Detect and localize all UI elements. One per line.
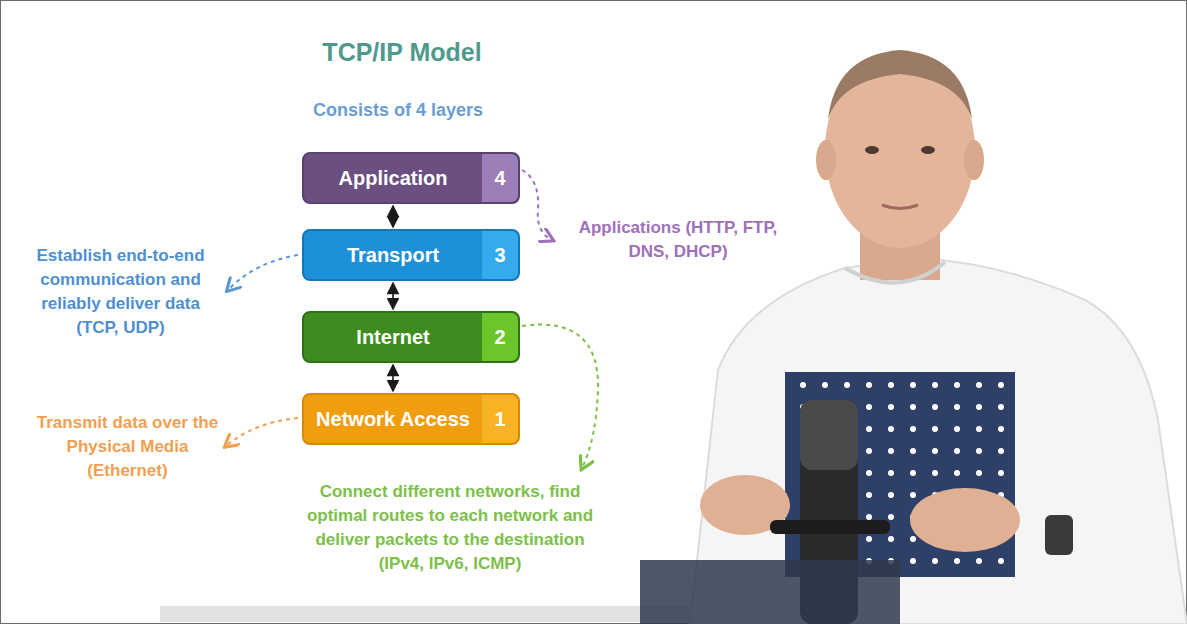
layer-number: 2 bbox=[494, 326, 505, 349]
layer-name: Network Access bbox=[316, 408, 470, 431]
layer-number: 4 bbox=[494, 167, 505, 190]
double-arrow bbox=[392, 283, 394, 309]
layer-name-area: Application bbox=[304, 154, 482, 202]
callout-text: Connect different networks, find optimal… bbox=[300, 480, 600, 576]
callout-text: Establish end-to-end communication and r… bbox=[18, 244, 223, 340]
double-arrow bbox=[392, 365, 394, 391]
layer-name: Application bbox=[339, 167, 448, 190]
microphone-grille bbox=[800, 400, 858, 470]
leader-line bbox=[522, 170, 552, 240]
leader-line bbox=[226, 418, 298, 446]
layer-number-tab: 4 bbox=[482, 154, 518, 202]
layer-box: Application 4 bbox=[302, 152, 520, 204]
subtitle: Consists of 4 layers bbox=[268, 98, 528, 122]
callout-text: Applications (HTTP, FTP, DNS, DHCP) bbox=[562, 216, 794, 264]
layer-name-area: Internet bbox=[304, 313, 482, 361]
layer-box: Network Access 1 bbox=[302, 393, 520, 445]
hair bbox=[828, 50, 972, 120]
layer-number-tab: 3 bbox=[482, 231, 518, 279]
layer-name: Transport bbox=[347, 244, 439, 267]
presenter-desk bbox=[640, 560, 900, 624]
layer-number-tab: 1 bbox=[482, 395, 518, 443]
layer-number-tab: 2 bbox=[482, 313, 518, 361]
leader-line bbox=[228, 255, 298, 290]
leader-line bbox=[522, 325, 598, 468]
layer-number: 1 bbox=[494, 408, 505, 431]
layer-name: Internet bbox=[356, 326, 429, 349]
layer-name-area: Transport bbox=[304, 231, 482, 279]
eye bbox=[865, 146, 879, 154]
microphone-mount bbox=[770, 520, 890, 534]
eye bbox=[921, 146, 935, 154]
layer-box: Transport 3 bbox=[302, 229, 520, 281]
ear bbox=[816, 140, 836, 180]
mouth bbox=[882, 205, 918, 209]
layer-name-area: Network Access bbox=[304, 395, 482, 443]
layer-number: 3 bbox=[494, 244, 505, 267]
watch bbox=[1045, 515, 1073, 555]
collar bbox=[845, 262, 945, 283]
diagram-title: TCP/IP Model bbox=[252, 38, 552, 67]
layer-box: Internet 2 bbox=[302, 311, 520, 363]
callout-text: Transmit data over the Physical Media (E… bbox=[30, 411, 225, 483]
double-arrow bbox=[392, 206, 394, 227]
hand bbox=[910, 488, 1020, 552]
ear bbox=[964, 140, 984, 180]
